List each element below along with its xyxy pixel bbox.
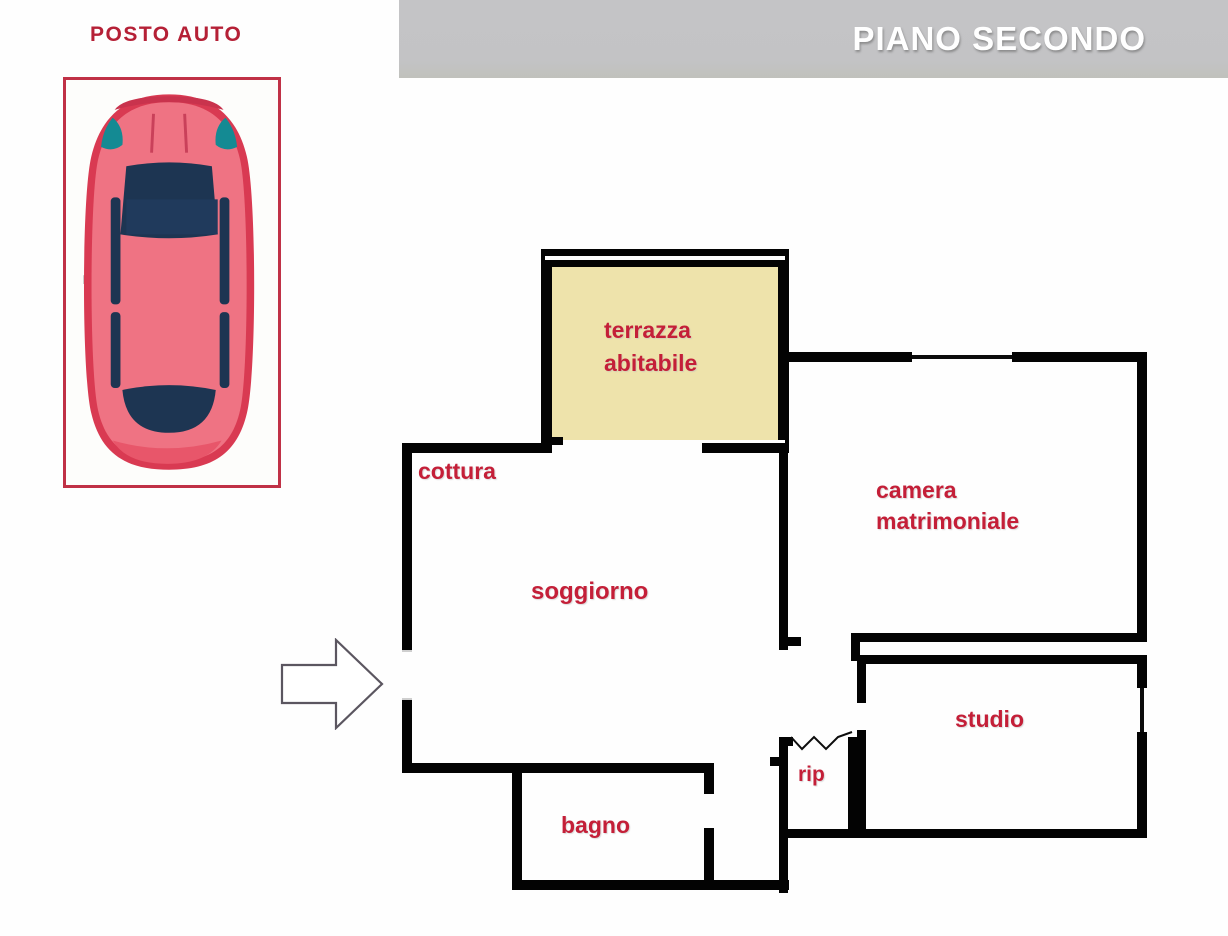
studio-left-wall [857,655,866,703]
soggiorno-bottom-wall-left [402,763,522,773]
terrazza-outer-right-wall [785,249,789,445]
parking-box [63,77,281,488]
studio-top-wall [857,655,1147,664]
camera-top-wall-left [788,352,912,362]
soggiorno-bottom-wall-right [512,763,714,773]
camera-top-wall-right [1012,352,1147,362]
terrazza-inner-top-wall [544,260,785,267]
entrance-door-jamb-bottom [402,698,412,700]
header-bar: PIANO SECONDO [399,0,1228,78]
room-label-studio: studio [955,706,1024,732]
soggiorno-left-wall-lower [402,700,412,773]
soggiorno-top-wall-right [702,443,789,453]
central-vertical-wall-lower [779,737,788,893]
room-label-camera-line2: matrimoniale [876,508,1020,534]
room-label-bagno: bagno [561,812,630,838]
room-label-terrazza-line2: abitabile [604,350,698,376]
bagno-left-wall [512,763,522,889]
terrazza-inner-left-wall [545,260,552,440]
soggiorno-top-wall-left [402,443,552,453]
central-vertical-wall-upper [779,443,788,650]
central-vertical-wall-stub [779,637,801,646]
camera-right-wall [1137,352,1147,642]
soggiorno-left-wall-upper [402,443,412,650]
camera-bottom-wall-left-stub [851,633,860,661]
terrazza-bottom-wall-left-stub [541,437,563,445]
room-label-terrazza-line1: terrazza [604,317,691,343]
studio-bottom-wall [857,829,1147,838]
car-icon [66,80,278,485]
page-title: PIANO SECONDO [852,20,1146,57]
terrazza-inner-right-wall [778,260,785,440]
studio-left-wall-lower [857,730,866,838]
entrance-door-jamb-top [402,650,412,652]
room-label-cottura: cottura [418,458,496,484]
terrazza-outer-top-wall [541,249,789,256]
rip-bottom-wall [784,829,857,838]
studio-window [1140,688,1144,732]
room-label-soggiorno: soggiorno [531,578,649,605]
studio-right-wall-lower [1137,732,1147,838]
entrance-arrow-icon [280,637,384,731]
camera-window [912,355,1012,359]
bagno-right-wall-lower [704,828,714,890]
rip-top-wall [784,737,793,746]
camera-bottom-wall [851,633,1147,642]
rip-closet-zigzag-icon [790,731,856,753]
rip-right-wall [848,737,857,838]
terrazza-outer-left-wall [541,249,545,445]
room-label-camera-line1: camera [876,477,957,503]
parking-title: POSTO AUTO [90,23,243,46]
central-wall-rip-stub [770,757,784,766]
studio-right-wall-upper [1137,655,1147,688]
room-terrazza-fill [552,260,782,440]
bagno-bottom-wall [512,880,789,890]
bagno-right-wall-upper [704,763,714,794]
room-label-rip: rip [798,763,825,786]
